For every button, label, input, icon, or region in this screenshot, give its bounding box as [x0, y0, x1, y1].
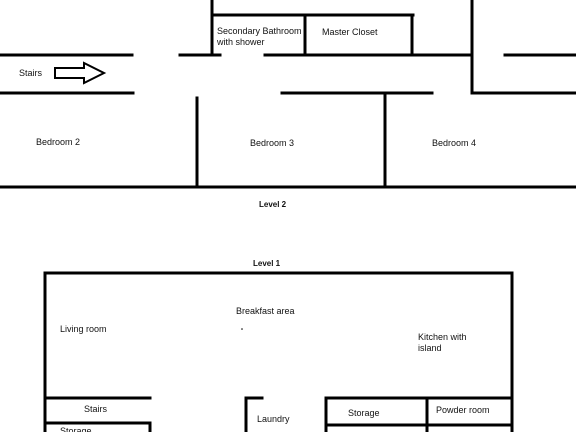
- stairs-label-level1: Stairs: [84, 404, 108, 414]
- storage-left-label: Storage: [60, 426, 92, 432]
- bedroom-4-label: Bedroom 4: [432, 138, 477, 148]
- laundry-label: Laundry: [257, 414, 290, 424]
- secondary-bathroom-label: Secondary Bathroom with shower: [217, 26, 302, 48]
- room-label: island: [418, 343, 442, 353]
- room-label: with shower: [217, 37, 265, 47]
- storage-label: Storage: [348, 408, 380, 418]
- powder-room-label: Powder room: [436, 405, 490, 415]
- bedroom-3-label: Bedroom 3: [250, 138, 295, 148]
- level-1-title: Level 1: [253, 259, 281, 268]
- bedroom-2-label: Bedroom 2: [36, 137, 81, 147]
- master-closet-label: Master Closet: [322, 27, 378, 37]
- level-2-title: Level 2: [259, 200, 287, 209]
- arrow-right-icon: [54, 61, 107, 85]
- breakfast-area-label: Breakfast area: [236, 306, 295, 316]
- kitchen-label: Kitchen with island: [418, 332, 467, 354]
- living-room-label: Living room: [60, 324, 107, 334]
- marker-dot: [241, 328, 243, 330]
- stairs-label-level2: Stairs: [19, 68, 43, 78]
- room-label: Kitchen with: [418, 332, 467, 342]
- room-label: Secondary Bathroom: [217, 26, 302, 36]
